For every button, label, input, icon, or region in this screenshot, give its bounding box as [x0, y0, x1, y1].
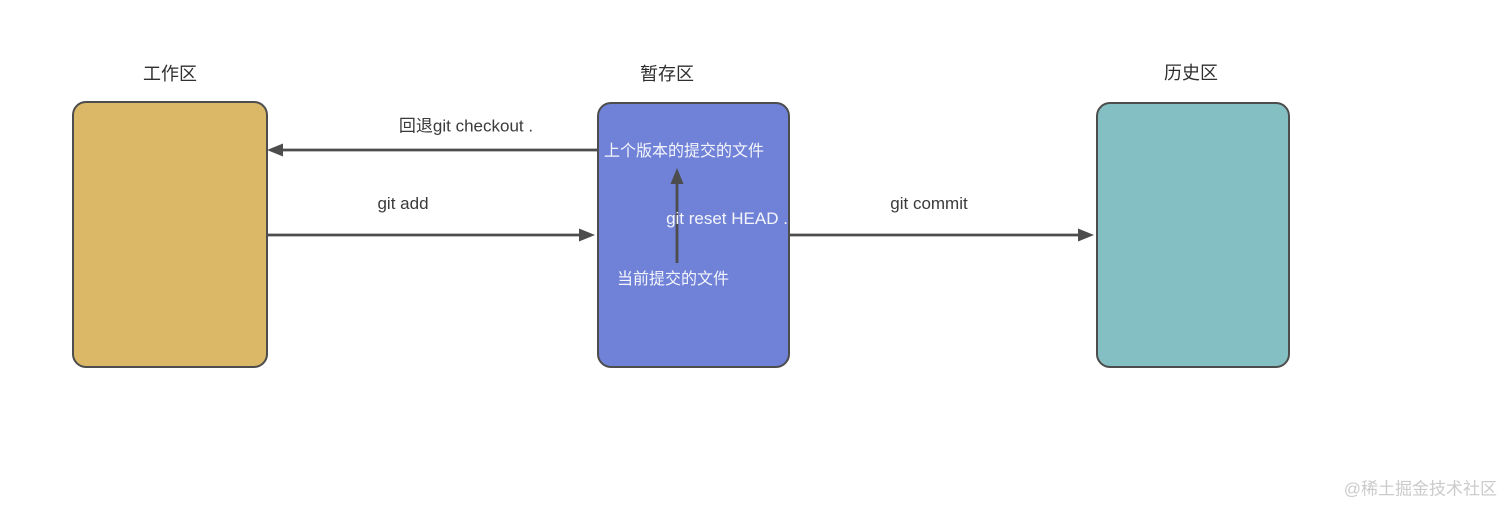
watermark: @稀土掘金技术社区 [1343, 479, 1497, 499]
add-arrow [267, 228, 595, 242]
checkout-arrow-label: 回退git checkout . [398, 116, 534, 136]
reset-arrow-label: git reset HEAD . [666, 209, 788, 228]
staging-area-box [597, 102, 790, 368]
add-arrow-label: git add [377, 194, 429, 213]
history-area-box [1096, 102, 1290, 368]
staging-area-title: 暂存区 [640, 64, 694, 84]
working-area-box [72, 101, 268, 368]
commit-arrow-label: git commit [890, 194, 968, 213]
checkout-arrow [267, 143, 597, 157]
staging-current-commit-text: 当前提交的文件 [617, 271, 730, 288]
staging-previous-version-text: 上个版本的提交的文件 [604, 143, 765, 160]
working-area-title: 工作区 [143, 64, 197, 84]
history-area-title: 历史区 [1164, 63, 1218, 83]
commit-arrow [790, 228, 1094, 242]
